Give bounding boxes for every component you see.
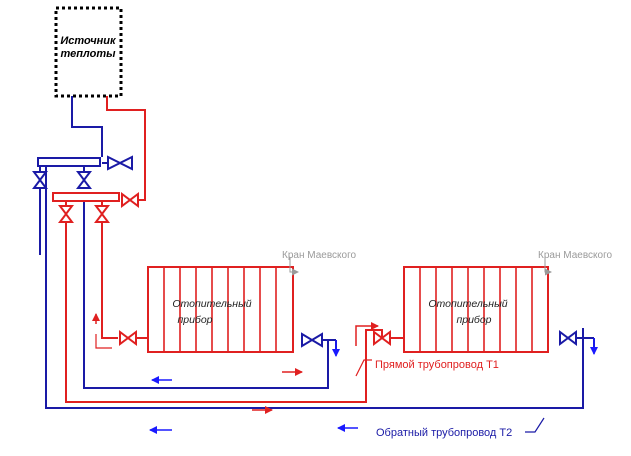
valve-radiator1-return — [301, 332, 323, 348]
radiator-1-label-2: прибор — [177, 314, 212, 326]
valve-blue-left — [32, 171, 48, 189]
valve-blue-center — [76, 171, 92, 189]
heat-source-label-1: Источник — [60, 35, 117, 47]
valve-radiator1-supply — [119, 330, 137, 346]
valve-red-center — [94, 205, 110, 223]
supply-pipe-label-group: Прямой трубопровод Т1 — [355, 359, 499, 377]
supply-pipe-label: Прямой трубопровод Т1 — [375, 359, 499, 371]
radiator-2-label-2: прибор — [456, 314, 491, 326]
arrow-supply-radiator2-entry — [355, 322, 379, 346]
heat-source-label-2: теплоты — [60, 48, 116, 60]
valve-radiator2-return — [559, 330, 577, 346]
valve-radiator2-supply — [373, 330, 391, 346]
return-manifold — [37, 157, 101, 167]
radiator-1-label-1: Отопительный — [172, 298, 251, 310]
mayevsky-label-1: Кран Маевского — [282, 250, 356, 261]
flow-arrows — [92, 313, 598, 434]
heat-source-box — [54, 6, 123, 98]
return-pipe-label-group: Обратный трубопровод Т2 — [376, 417, 545, 439]
radiator-2: Отопительный прибор — [403, 266, 549, 353]
radiator-2-label-1: Отопительный — [428, 298, 507, 310]
return-valves — [32, 155, 577, 348]
supply-valves — [58, 192, 391, 346]
mayevsky-callout-2: Кран Маевского — [538, 250, 612, 276]
mayevsky-callout-1: Кран Маевского — [282, 250, 356, 276]
radiator-1: Отопительный прибор — [147, 266, 294, 353]
valve-blue-top-right — [107, 155, 133, 171]
valve-red-top — [121, 192, 139, 208]
valve-red-left — [58, 205, 74, 223]
supply-pipes — [65, 96, 404, 403]
supply-manifold — [52, 192, 120, 202]
mayevsky-label-2: Кран Маевского — [538, 250, 612, 261]
arrow-supply-radiator1-entry — [95, 334, 112, 349]
return-pipe-label: Обратный трубопровод Т2 — [376, 427, 512, 439]
